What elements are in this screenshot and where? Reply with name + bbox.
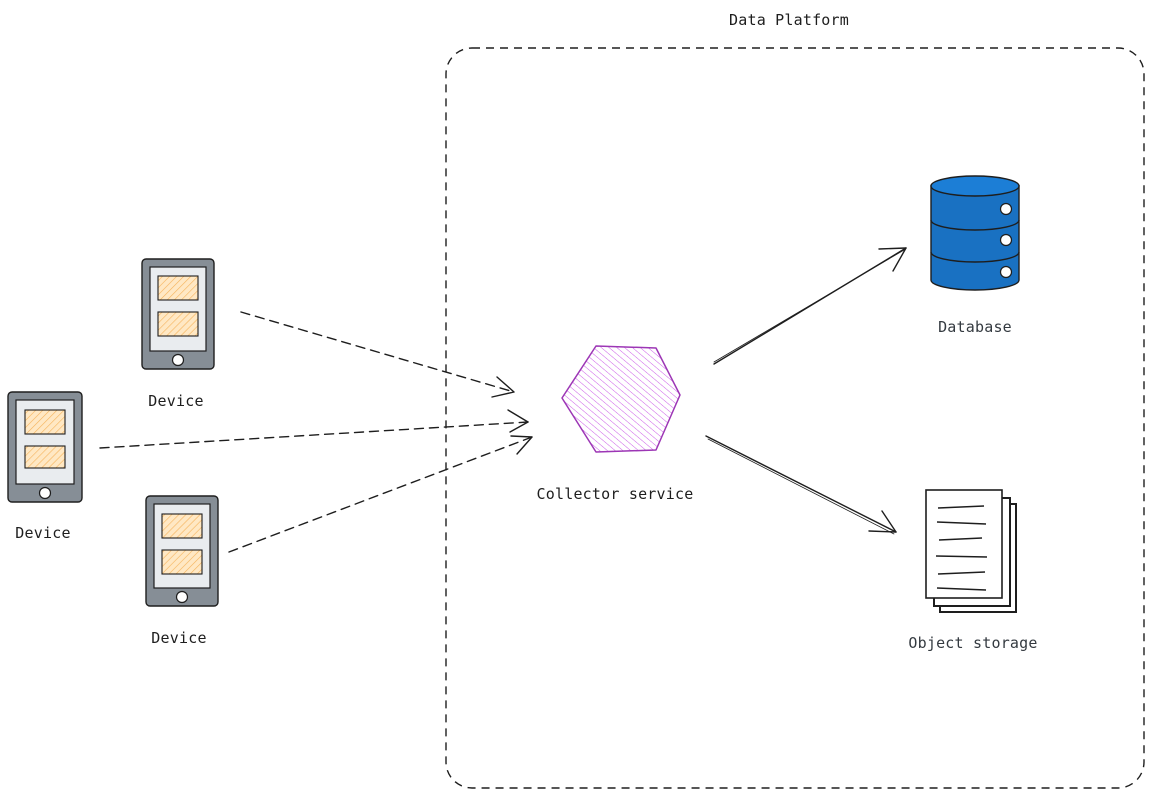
- database-icon: [930, 175, 1020, 291]
- device-left-label: Device: [15, 524, 71, 542]
- arrow-device-left-to-collector: [99, 409, 529, 449]
- device-top-label: Device: [148, 392, 204, 410]
- arrow-collector-to-database: [713, 247, 907, 365]
- arrow-device-bottom-to-collector: [228, 435, 533, 553]
- device-left-icon: [7, 391, 83, 503]
- device-bottom-icon: [145, 495, 219, 607]
- data-platform-boundary: [445, 47, 1145, 789]
- database-label: Database: [938, 318, 1012, 336]
- collector-service-label: Collector service: [536, 485, 694, 503]
- data-platform-title: Data Platform: [729, 11, 849, 29]
- object-storage-icon: [925, 489, 1017, 613]
- device-bottom-label: Device: [151, 629, 207, 647]
- device-top-icon: [141, 258, 215, 370]
- arrow-collector-to-object-storage: [705, 435, 897, 535]
- object-storage-label: Object storage: [908, 634, 1038, 652]
- arrow-device-top-to-collector: [240, 311, 515, 398]
- collector-service-icon: [561, 345, 681, 453]
